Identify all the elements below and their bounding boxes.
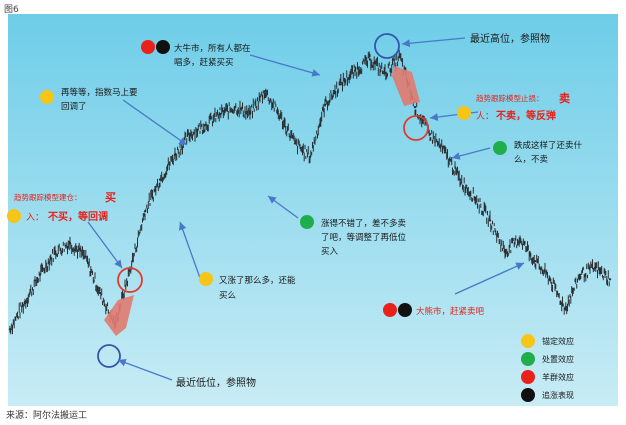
annotation-text: 大熊市，赶紧卖吧	[416, 306, 485, 317]
red-dot	[383, 303, 397, 317]
data-point	[608, 278, 612, 281]
green-dot	[493, 141, 507, 155]
pointer-arrow	[122, 99, 188, 146]
buy-signal-circle	[117, 267, 143, 293]
data-point	[488, 219, 492, 222]
sell-signal-circle	[403, 115, 429, 141]
recent-low-circle	[97, 344, 121, 368]
legend-red-dot	[521, 370, 535, 384]
recent-high-circle	[374, 33, 400, 59]
pointer-arrow	[451, 147, 491, 160]
annotation-emphasis: 不买，等回调	[48, 210, 108, 223]
source-note: 来源：阿尔法搬运工	[6, 411, 88, 421]
annotation-text: 买么	[219, 291, 237, 301]
legend-label: 处置效应	[542, 354, 574, 364]
buy-arrow	[104, 295, 134, 336]
pointer-arrow	[249, 54, 321, 77]
annotation-text: 大牛市，所有人都在	[174, 43, 251, 54]
pointer-arrow	[117, 359, 173, 381]
yellow-dot	[40, 90, 54, 104]
data-point	[413, 105, 417, 109]
annotation-text: 跌成这样了还卖什	[514, 140, 583, 151]
data-point	[368, 58, 372, 61]
legend: 锚定效应 处置效应 羊群效应 追涨表现	[521, 334, 574, 402]
pointer-arrow	[178, 221, 201, 279]
yellow-dot	[457, 106, 471, 120]
annotation-text: 买入	[321, 247, 339, 257]
legend-label: 锚定效应	[542, 336, 574, 346]
legend-yellow-dot	[521, 334, 535, 348]
annotation-text: 最近低位，参照物	[176, 376, 256, 389]
black-dot	[398, 303, 412, 317]
annotation-emphasis: 不卖，等反弹	[496, 109, 556, 122]
annotation-text: 又涨了那么多，还能	[219, 275, 296, 286]
annotation-emphasis: 买	[105, 191, 116, 204]
legend-label: 追涨表现	[542, 390, 574, 400]
legend-green-dot	[521, 352, 535, 366]
figure-label: 图6	[4, 5, 19, 15]
green-dot	[300, 215, 314, 229]
annotation-text: 入：	[26, 212, 44, 223]
annotation-text: 唱多，赶紧买买	[174, 57, 234, 68]
black-dot	[156, 40, 170, 54]
annotation-text: 人：	[476, 111, 494, 122]
annotation-text: 了吧，等调整了再低位	[321, 232, 407, 243]
red-dot	[141, 40, 155, 54]
legend-label: 羊群效应	[542, 372, 574, 382]
annotation-emphasis: 卖	[559, 91, 570, 105]
pointer-arrow	[401, 37, 466, 48]
legend-black-dot	[521, 388, 535, 402]
annotation-text: 么，不卖	[514, 155, 549, 165]
pointer-arrow	[87, 221, 123, 269]
pointer-arrow	[267, 195, 299, 219]
sell-arrow	[392, 66, 420, 106]
pointer-arrow	[454, 262, 525, 295]
annotation-text: 再等等，指数马上要	[61, 87, 138, 98]
yellow-dot	[199, 272, 213, 286]
annotation-text: 最近高位，参照物	[470, 32, 550, 45]
annotation-text: 趋势跟踪模型止损：	[476, 93, 544, 103]
yellow-dot	[7, 209, 21, 223]
annotation-text: 涨得不错了，差不多卖	[321, 218, 407, 229]
annotation-text: 回调了	[61, 102, 87, 112]
annotation-text: 趋势跟踪模型建仓：	[14, 192, 82, 202]
chart-background	[8, 14, 618, 406]
